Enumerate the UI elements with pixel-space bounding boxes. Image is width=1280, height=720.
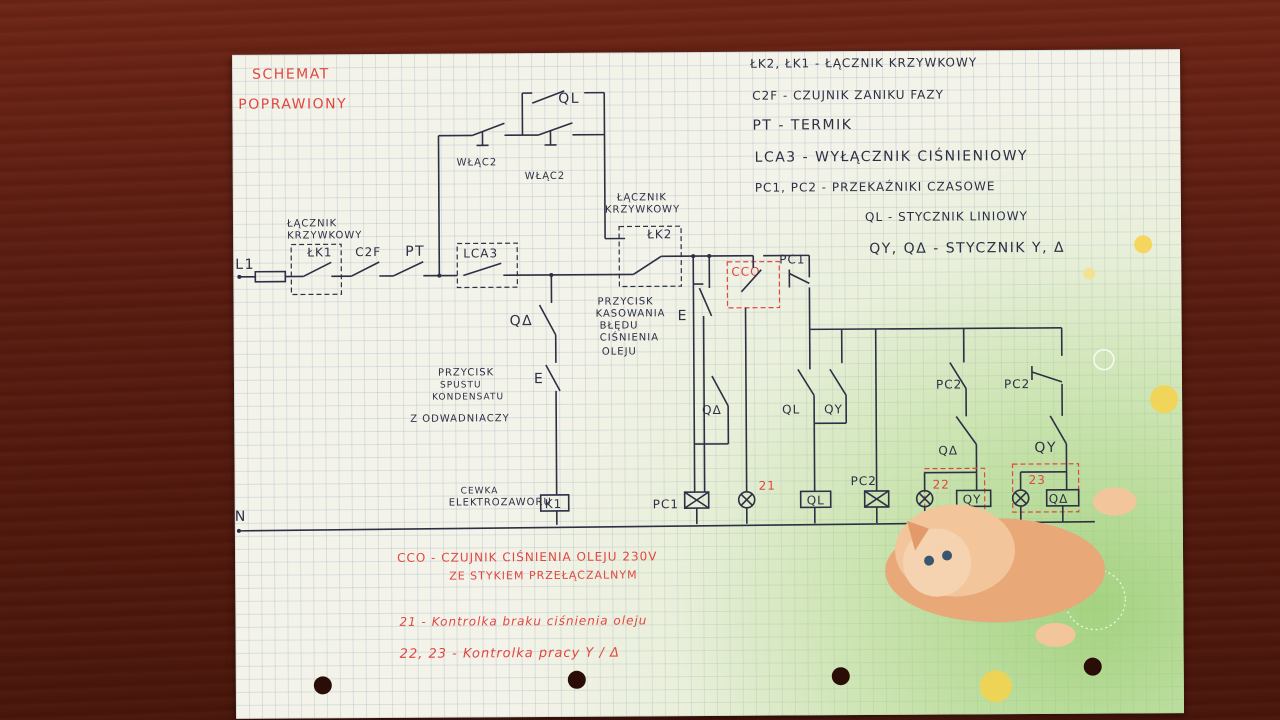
- dandelion-decoration: [979, 235, 1179, 703]
- title-line1: SCHEMAT: [252, 66, 330, 82]
- c2f-label: C2F: [355, 245, 381, 259]
- l1-label: L1: [235, 257, 255, 273]
- lamp-21-label: 21: [759, 479, 776, 493]
- lca3-box: [456, 242, 519, 289]
- legend-item: C2F - CZUJNIK ZANIKU FAZY: [752, 88, 944, 103]
- pt-label: PT: [405, 244, 425, 260]
- l1-terminal: [237, 274, 242, 279]
- legend-item: QY, QΔ - STYCZNIK Y, Δ: [869, 240, 1065, 257]
- ql-top-label: QL: [558, 91, 580, 107]
- k1-coil: [539, 494, 570, 512]
- title-line2: POPRAWIONY: [238, 96, 347, 113]
- przycisk-spust-caption: SPUSTU: [440, 380, 482, 390]
- przycisk-kas-caption: PRZYCISK: [597, 296, 653, 307]
- qd-left-label: QΔ: [510, 313, 534, 329]
- zk1-caption: ŁĄCZNIK: [286, 218, 337, 229]
- zk2-label: ŁK2: [646, 227, 672, 241]
- punch-hole: [567, 670, 586, 689]
- pc2-coil-label: PC2: [851, 474, 877, 488]
- schematic-diagram: SCHEMAT POPRAWIONY ŁK2, ŁK1 - ŁĄCZNIK KR…: [235, 55, 1179, 703]
- note-22-23: 22, 23 - Kontrolka pracy Y / Δ: [400, 646, 620, 662]
- pc1-top-label: PC1: [779, 252, 805, 266]
- przycisk-kas-caption: KASOWANIA: [596, 308, 666, 319]
- zk1-box: [290, 243, 343, 296]
- przycisk-kas-e: E: [678, 308, 688, 324]
- qy-right-label: QY: [1034, 440, 1057, 456]
- n-label: N: [235, 509, 247, 525]
- legend-item: PC1, PC2 - PRZEKAŹNIKI CZASOWE: [755, 178, 996, 194]
- zk2-caption: KRZYWKOWY: [605, 204, 680, 215]
- lamp-23-label: 23: [1029, 473, 1046, 487]
- pc2-a-label: PC2: [936, 377, 962, 391]
- punch-hole: [831, 667, 850, 686]
- pc1-coil-label: PC1: [653, 497, 679, 511]
- legend-item: LCA3 - WYŁĄCZNIK CIŚNIENIOWY: [755, 146, 1029, 166]
- pc2-b-label: PC2: [1004, 377, 1030, 391]
- paper-sheet: SCHEMAT POPRAWIONY ŁK2, ŁK1 - ŁĄCZNIK KR…: [231, 49, 1185, 719]
- przycisk-kas-caption: OLEJU: [602, 346, 637, 357]
- fuse: [254, 270, 287, 283]
- legend-item: PT - TERMIK: [752, 117, 852, 134]
- przycisk-kas-caption: CIŚNIENIA: [600, 330, 659, 343]
- n-terminal: [236, 528, 241, 533]
- przycisk-spust-caption: KONDENSATU: [432, 392, 504, 402]
- cewka-caption: ELEKTROZAWORU: [449, 497, 552, 509]
- legend-item: QL - STYCZNIK LINIOWY: [865, 209, 1028, 224]
- wlac2-label: WŁĄC2: [525, 171, 566, 182]
- legend-item: ŁK2, ŁK1 - ŁĄCZNIK KRZYWKOWY: [749, 55, 977, 70]
- wlac1-label: WŁĄC2: [457, 157, 498, 168]
- qd-mid-label: QΔ: [702, 403, 722, 417]
- cewka-caption: CEWKA: [461, 486, 499, 496]
- lca3-label: LCA3: [463, 246, 498, 260]
- zk2-caption: ŁĄCZNIK: [616, 192, 667, 203]
- ql-coil: [799, 490, 832, 509]
- k1-label: K1: [545, 497, 563, 511]
- qy-mid-label: QY: [824, 402, 843, 416]
- kitten-sticker: [885, 487, 1137, 647]
- qd-coil-label: QΔ: [1049, 492, 1069, 506]
- zk1-label: ŁK1: [306, 245, 332, 259]
- punch-hole: [1083, 657, 1102, 676]
- note-cco-line1: CCO - CZUJNIK CIŚNIENIA OLEJU 230V: [397, 548, 658, 565]
- punch-hole: [313, 676, 332, 695]
- lamp-23-box: [1011, 463, 1080, 513]
- przycisk-spust-caption: Z ODWADNIACZY: [410, 413, 510, 425]
- zk1-caption: KRZYWKOWY: [287, 230, 362, 241]
- przycisk-spust-caption: PRZYCISK: [438, 367, 494, 378]
- ql-coil-label: QL: [807, 493, 825, 507]
- note-cco-line2: ZE STYKIEM PRZEŁĄCZALNYM: [449, 568, 637, 582]
- qy-coil-label: QY: [963, 492, 982, 506]
- przycisk-kas-caption: BŁĘDU: [600, 320, 639, 331]
- lamp-22-label: 22: [933, 478, 950, 492]
- cco-label: CCO: [731, 265, 760, 279]
- note-21: 21 - Kontrolka braku ciśnienia oleju: [399, 613, 647, 629]
- przycisk-spust-e: E: [534, 371, 544, 387]
- qy-coil: [955, 489, 992, 508]
- ql-mid-label: QL: [782, 402, 800, 416]
- qd-right-label: QΔ: [938, 443, 958, 457]
